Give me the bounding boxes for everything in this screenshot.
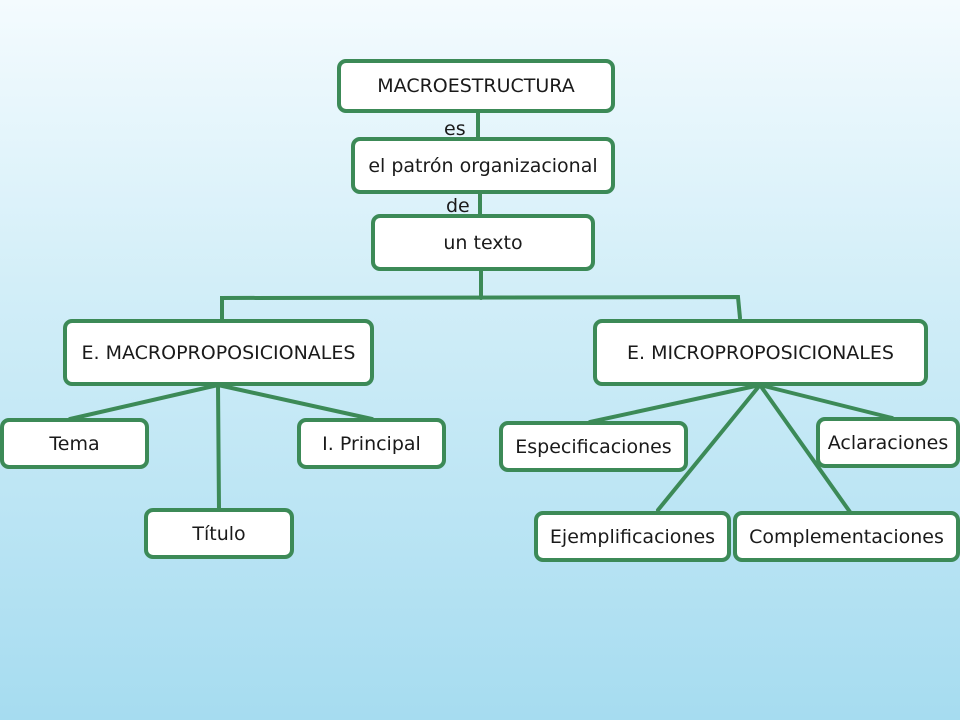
link-label-es: es <box>444 118 466 140</box>
node-patron-organizacional: el patrón organizacional <box>351 137 615 194</box>
node-titulo: Título <box>144 508 294 559</box>
node-un-texto: un texto <box>371 214 595 271</box>
connector-micro-aclaraciones <box>758 383 894 420</box>
node-macroestructura: MACROESTRUCTURA <box>337 59 615 113</box>
connector-micro-especificaciones <box>588 383 762 424</box>
node-e-macroproposicionales: E. MACROPROPOSICIONALES <box>63 319 374 386</box>
node-especificaciones: Especificaciones <box>499 421 688 472</box>
link-label-de: de <box>446 195 470 217</box>
connector-micro-ejemplificaciones <box>656 383 762 512</box>
connector-macro-principal <box>216 383 374 421</box>
node-tema: Tema <box>0 418 149 469</box>
connector-micro-complementaciones <box>758 383 852 514</box>
node-ejemplificaciones: Ejemplificaciones <box>534 511 731 562</box>
node-aclaraciones: Aclaraciones <box>816 417 960 468</box>
connector-macro-titulo <box>216 383 221 512</box>
node-complementaciones: Complementaciones <box>733 511 960 562</box>
node-i-principal: I. Principal <box>297 418 446 469</box>
connector-branch-bar <box>220 294 742 320</box>
node-e-microproposicionales: E. MICROPROPOSICIONALES <box>593 319 928 386</box>
connector-macro-tema <box>68 383 220 421</box>
